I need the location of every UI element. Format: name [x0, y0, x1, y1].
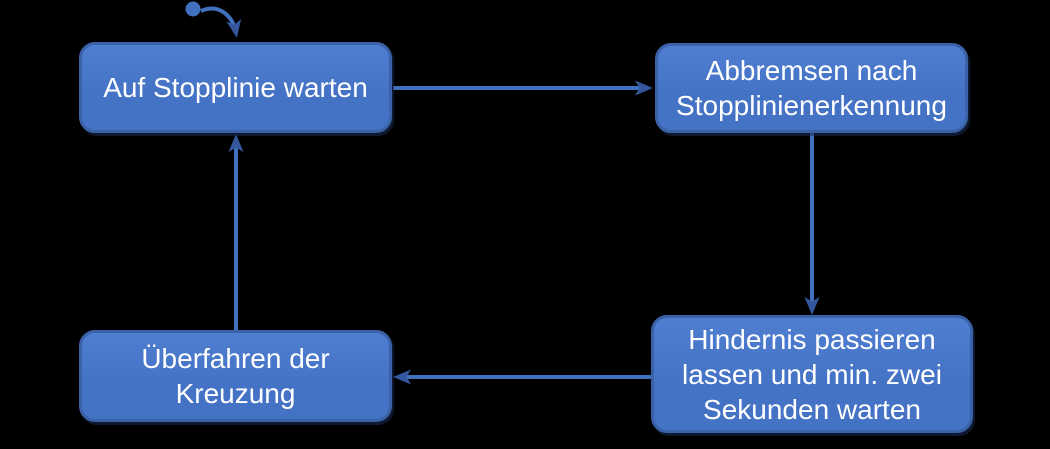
state-node-label: Auf Stopplinie warten: [103, 72, 368, 103]
state-node-label: Hindernis passieren lassen und min. zwei…: [682, 323, 942, 425]
state-node-hindernis-passieren-lassen: Hindernis passieren lassen und min. zwei…: [651, 315, 973, 433]
state-node-auf-stopplinie-warten: Auf Stopplinie warten: [79, 42, 392, 133]
state-node-abbremsen-nach-stopplinienerkennung: Abbremsen nach Stopplinienerkennung: [655, 43, 968, 133]
state-node-label: Abbremsen nach Stopplinienerkennung: [676, 55, 947, 121]
state-node-ueberfahren-der-kreuzung: Überfahren der Kreuzung: [79, 330, 392, 422]
state-node-label: Überfahren der Kreuzung: [141, 343, 330, 409]
edge-start-to-wait: [200, 6, 242, 38]
initial-state-dot-icon: [185, 1, 201, 17]
